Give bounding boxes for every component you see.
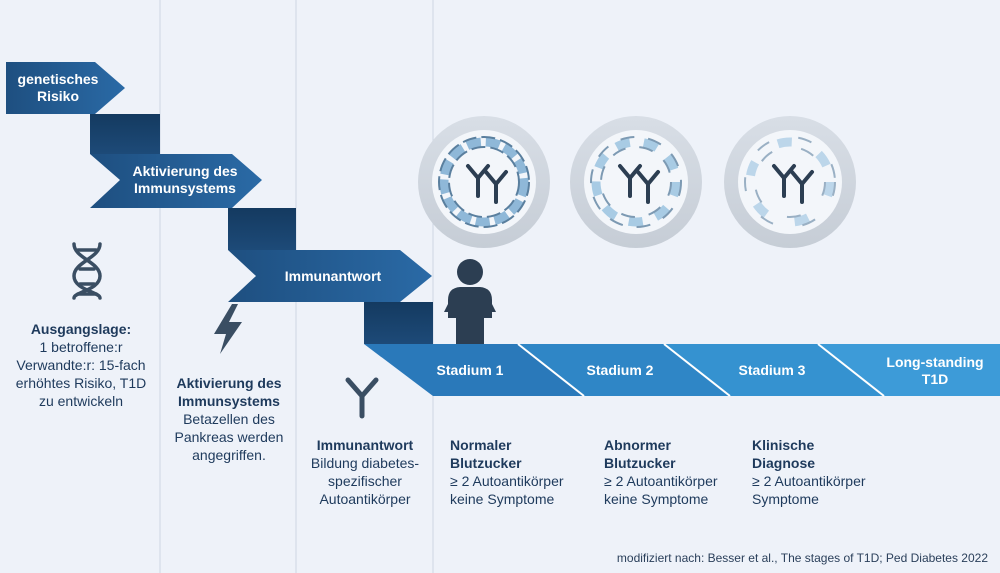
column-immune-response: Immunantwort Bildung diabetes- spezifisc… xyxy=(298,436,432,508)
stage-3-arrow xyxy=(664,344,884,396)
stages-bar xyxy=(364,343,1000,397)
stage-2-arrow xyxy=(518,344,730,396)
source-footnote: modifiziert nach: Besser et al., The sta… xyxy=(616,551,988,565)
column-starting-point: Ausgangslage: 1 betroffene:r Verwandte:r… xyxy=(10,320,152,410)
column-starting-point-title: Ausgangslage: xyxy=(30,321,132,337)
beta-cell-circle-icon-3 xyxy=(724,116,856,248)
antibody-icon-circle-2 xyxy=(618,164,660,204)
stage-3-label: Stadium 3 xyxy=(738,362,806,378)
column-immune-response-title: Immunantwort xyxy=(316,437,414,453)
dna-icon xyxy=(72,242,102,300)
step-label-immune-response: Immunantwort xyxy=(284,268,382,284)
step-immune-activation xyxy=(90,154,262,208)
stage-1-arrow xyxy=(364,344,584,396)
staircase xyxy=(6,62,433,344)
step-immune-response xyxy=(228,250,432,302)
antibody-icon-circle-3 xyxy=(772,164,814,204)
step-genetic-risk xyxy=(6,62,125,114)
stage-2-label: Stadium 2 xyxy=(586,362,654,378)
step-riser-3 xyxy=(364,302,433,344)
step-riser-2 xyxy=(228,208,296,250)
beta-cell-circle-icon-1 xyxy=(418,116,550,248)
lightning-icon xyxy=(214,304,242,354)
antibody-icon-circle-1 xyxy=(466,164,508,204)
stage-1-label: Stadium 1 xyxy=(436,362,504,378)
person-icon xyxy=(444,259,496,344)
step-riser-1 xyxy=(90,114,160,154)
beta-cell-circle-icon-2 xyxy=(570,116,702,248)
antibody-icon xyxy=(345,377,379,419)
stage-longstanding-arrow xyxy=(818,344,1000,396)
